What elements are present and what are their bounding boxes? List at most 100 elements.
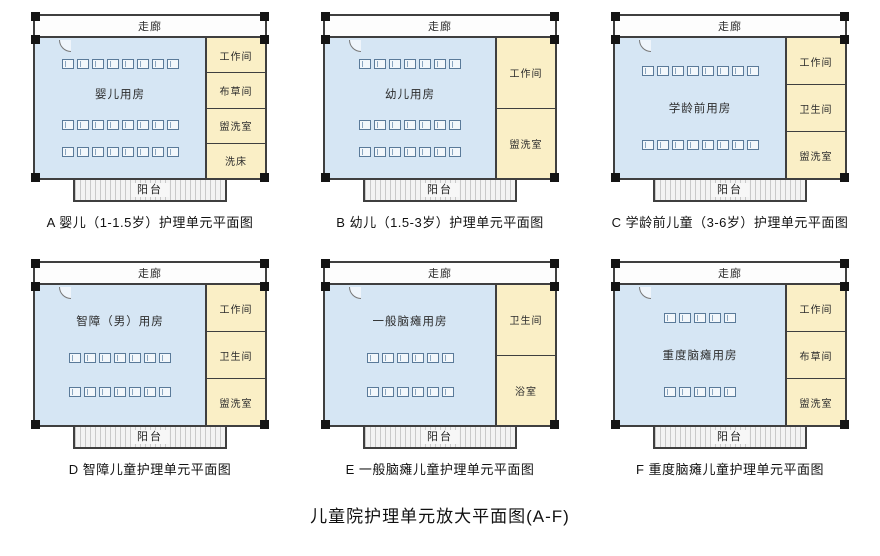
bed-icon <box>404 59 416 70</box>
plan-body: 幼儿用房 工作间 盥洗室 <box>325 38 555 178</box>
bed-icon <box>679 313 691 323</box>
bed-icon <box>136 59 149 70</box>
bed-icon <box>746 140 759 150</box>
side-room-label: 盥洗室 <box>509 139 543 151</box>
bed-icon <box>84 353 96 363</box>
main-room-label: 智障（男）用房 <box>76 316 164 328</box>
bed-icon <box>411 353 424 363</box>
bed-icon <box>121 146 134 157</box>
bed-icon <box>434 146 446 157</box>
bed-icon <box>99 353 111 363</box>
main-room: 一般脑瘫用房 <box>325 285 497 425</box>
balcony-label: 阳台 <box>421 430 459 444</box>
bed-icon <box>426 387 439 397</box>
plan-cell-a: 走廊 婴儿用房 工作间 布草间 盥洗室 洗床 <box>25 12 275 231</box>
column-square <box>260 173 269 182</box>
bed-icon <box>359 146 371 157</box>
bed-icon <box>656 66 669 76</box>
bed-icon <box>686 140 699 150</box>
bed-icon <box>69 387 81 397</box>
plan-caption-e: E 一般脑瘫儿童护理单元平面图 <box>345 462 535 477</box>
bed-icon <box>389 119 401 130</box>
bed-icon <box>159 387 171 397</box>
bed-icon <box>76 146 89 157</box>
bed-icon <box>709 387 721 397</box>
side-room-label: 卫生间 <box>219 351 253 363</box>
column-square <box>321 420 330 429</box>
main-room: 婴儿用房 <box>35 38 207 178</box>
bed-icon <box>106 146 119 157</box>
corridor-label: 走廊 <box>138 268 162 280</box>
side-room-washroom: 盥洗室 <box>787 379 845 425</box>
bed-icon <box>411 387 424 397</box>
main-room: 幼儿用房 <box>325 38 497 178</box>
side-room-bathroom: 浴室 <box>497 355 555 425</box>
balcony: 阳台 <box>72 178 228 202</box>
plan-cell-c: 走廊 学龄前用房 工作间 卫生间 盥洗室 <box>605 12 855 231</box>
column-square <box>611 420 620 429</box>
building-outline: 走廊 婴儿用房 工作间 布草间 盥洗室 洗床 <box>31 12 269 182</box>
side-room-toilet: 卫生间 <box>787 85 845 132</box>
corridor-label: 走廊 <box>138 21 162 33</box>
bed-icon <box>641 140 654 150</box>
bed-row <box>41 353 199 363</box>
column-square <box>31 259 40 268</box>
bed-row <box>621 387 779 397</box>
bed-row <box>621 140 779 150</box>
side-rooms: 工作间 卫生间 盥洗室 <box>207 285 265 425</box>
column-square <box>550 12 559 21</box>
side-rooms: 工作间 卫生间 盥洗室 <box>787 38 845 178</box>
column-square <box>611 259 620 268</box>
main-room-label: 一般脑瘫用房 <box>372 316 448 328</box>
column-square <box>31 12 40 21</box>
bed-icon <box>671 66 684 76</box>
column-square <box>260 282 269 291</box>
side-rooms: 工作间 盥洗室 <box>497 38 555 178</box>
bed-icon <box>404 119 416 130</box>
column-square <box>840 12 849 21</box>
balcony: 阳台 <box>72 425 228 449</box>
bed-row <box>331 387 489 397</box>
plan-body: 智障（男）用房 工作间 卫生间 盥洗室 <box>35 285 265 425</box>
bed-icon <box>441 353 454 363</box>
balcony: 阳台 <box>652 178 808 202</box>
column-square <box>31 35 40 44</box>
bed-icon <box>434 59 446 70</box>
corridor-label: 走廊 <box>428 268 452 280</box>
bed-icon <box>419 59 431 70</box>
bed-icon <box>426 353 439 363</box>
bed-icon <box>724 387 736 397</box>
side-room-label: 布草间 <box>799 351 833 363</box>
column-square <box>550 259 559 268</box>
bed-row <box>41 387 199 397</box>
bed-icon <box>716 66 729 76</box>
corridor: 走廊 <box>35 16 265 38</box>
building-outline: 走廊 智障（男）用房 工作间 卫生间 盥洗室 <box>31 259 269 429</box>
bed-icon <box>106 119 119 130</box>
bed-row <box>621 66 779 76</box>
bed-icon <box>91 146 104 157</box>
side-rooms: 工作间 布草间 盥洗室 <box>787 285 845 425</box>
column-square <box>321 259 330 268</box>
column-square <box>550 35 559 44</box>
bed-icon <box>106 59 119 70</box>
bed-icon <box>136 146 149 157</box>
sheet-title: 儿童院护理单元放大平面图(A-F) <box>310 507 570 526</box>
bed-icon <box>129 387 141 397</box>
main-room-label: 学龄前用房 <box>668 103 732 115</box>
side-room-label: 盥洗室 <box>219 122 253 134</box>
bed-icon <box>91 59 104 70</box>
main-room: 重度脑瘫用房 <box>615 285 787 425</box>
bed-icon <box>716 140 729 150</box>
side-room-workroom: 工作间 <box>207 285 265 332</box>
plan-cell-d: 走廊 智障（男）用房 工作间 卫生间 盥洗室 <box>25 259 275 478</box>
bed-row <box>621 313 779 323</box>
column-square <box>550 173 559 182</box>
building-outline: 走廊 幼儿用房 工作间 盥洗室 <box>321 12 559 182</box>
bed-icon <box>404 146 416 157</box>
bed-row <box>331 59 489 70</box>
bed-icon <box>121 119 134 130</box>
balcony-label: 阳台 <box>131 430 169 444</box>
bed-icon <box>724 313 736 323</box>
plan-caption-f: F 重度脑瘫儿童护理单元平面图 <box>635 462 825 477</box>
